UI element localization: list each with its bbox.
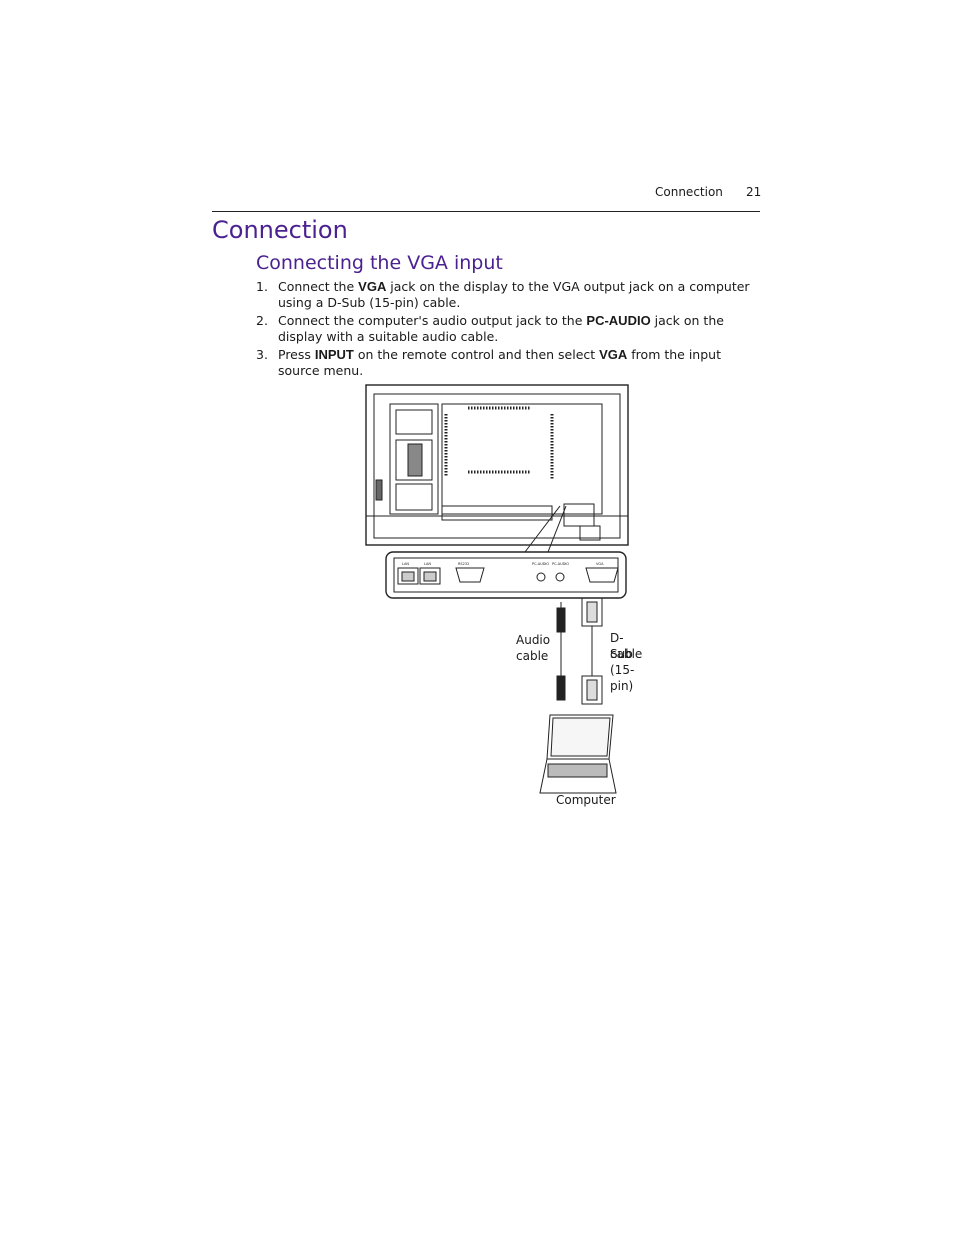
- step-keyword: VGA: [599, 347, 628, 362]
- port-label: PC-AUDIO: [552, 562, 569, 566]
- step-number: 1.: [256, 279, 268, 294]
- step-item: 1. Connect the VGA jack on the display t…: [256, 279, 760, 311]
- audio-cable: [556, 602, 566, 701]
- step-text: Connect the computer's audio output jack…: [278, 313, 587, 328]
- step-keyword: PC-AUDIO: [586, 313, 651, 328]
- step-keyword: VGA: [358, 279, 387, 294]
- page-number: 21: [746, 185, 762, 199]
- step-text: jack on the display with a suitable audi…: [278, 313, 724, 344]
- dsub-cable-label: D-Sub (15-pin): [610, 631, 635, 693]
- connection-illustration: LAN LAN RS232 PC-AUDIO PC-AUDIO VGA: [365, 384, 629, 794]
- connection-diagram: LAN LAN RS232 PC-AUDIO PC-AUDIO VGA: [360, 380, 643, 824]
- port-label: LAN: [424, 562, 431, 566]
- zoom-callout: [385, 505, 627, 599]
- port-label: LAN: [402, 562, 409, 566]
- port-label: PC-AUDIO: [532, 562, 549, 566]
- step-text: from the input source menu.: [278, 347, 721, 378]
- step-text: Press: [278, 347, 315, 362]
- audio-cable-label: cable: [516, 649, 549, 663]
- dsub-cable: [581, 597, 603, 705]
- computer-label: Computer: [556, 793, 616, 807]
- display-rear-panel: [365, 384, 629, 546]
- port-label: VGA: [596, 562, 604, 566]
- step-text: Connect the: [278, 279, 359, 294]
- step-text: on the remote control and then select: [353, 347, 600, 362]
- page-title: Connection: [212, 216, 348, 244]
- step-keyword: INPUT: [314, 347, 354, 362]
- step-number: 3.: [256, 347, 268, 362]
- header-divider: [212, 211, 760, 212]
- port-label-group: LAN LAN RS232 PC-AUDIO PC-AUDIO VGA: [402, 562, 604, 566]
- dsub-cable-label: cable: [610, 647, 643, 661]
- running-header-section: Connection: [655, 185, 723, 199]
- step-text: jack on the display to the VGA output ja…: [278, 279, 750, 310]
- step-number: 2.: [256, 313, 268, 328]
- step-item: 3. Press INPUT on the remote control and…: [256, 347, 760, 379]
- instruction-steps: 1. Connect the VGA jack on the display t…: [256, 279, 760, 381]
- audio-cable-label: Audio: [516, 633, 551, 647]
- port-label: RS232: [458, 562, 469, 566]
- laptop: [539, 714, 617, 794]
- section-subtitle: Connecting the VGA input: [256, 252, 503, 274]
- step-item: 2. Connect the computer's audio output j…: [256, 313, 760, 345]
